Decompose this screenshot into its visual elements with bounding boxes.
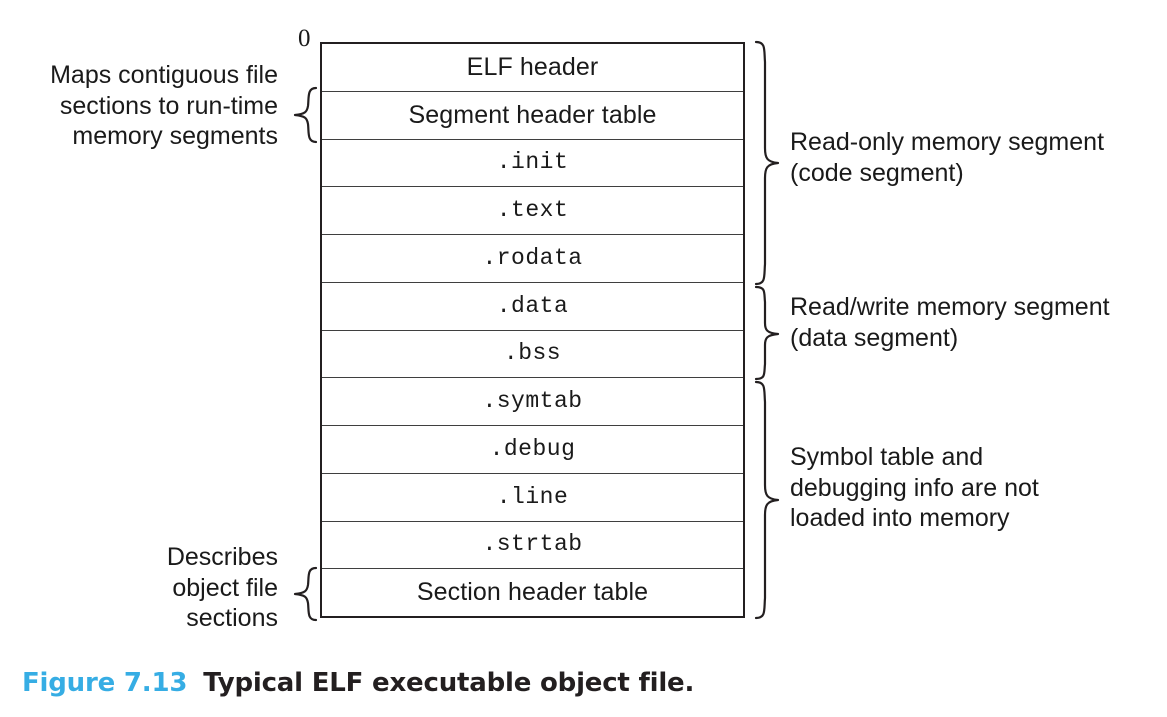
row-label: ELF header (466, 52, 599, 81)
row-label: Segment header table (408, 100, 657, 129)
row-label: .debug (489, 435, 576, 462)
annotation-readwrite-segment: Read/write memory segment (data segment) (790, 293, 1110, 352)
caption-title: Typical ELF executable object file. (203, 668, 695, 698)
table-row: .rodata (322, 235, 743, 283)
row-label: .line (496, 483, 569, 510)
right-brace-readonly (754, 40, 780, 286)
elf-section-table: ELF header Segment header table .init .t… (320, 42, 745, 618)
table-row: .line (322, 474, 743, 522)
annotation-symbol-table-note: Symbol table and debugging info are not … (790, 443, 1039, 532)
left-brace-maps (293, 86, 318, 144)
caption-number: Figure 7.13 (22, 668, 188, 698)
row-label: .init (496, 149, 569, 176)
table-row: ELF header (322, 44, 743, 92)
annotation-readonly-segment: Read-only memory segment (code segment) (790, 128, 1105, 187)
table-row: .strtab (322, 522, 743, 570)
left-brace-describes (293, 566, 318, 622)
table-row: .symtab (322, 378, 743, 426)
annotation-maps-contiguous: Maps contiguous file sections to run-tim… (50, 61, 278, 150)
figure-caption: Figure 7.13 Typical ELF executable object… (22, 668, 694, 698)
table-row: .init (322, 140, 743, 188)
row-label: .strtab (482, 531, 583, 558)
row-label: .rodata (482, 244, 583, 271)
row-label: .bss (503, 340, 562, 367)
annotation-describes-object-file: Describes object file sections (166, 543, 278, 632)
table-row: .data (322, 283, 743, 331)
origin-label: 0 (298, 25, 311, 52)
row-label: .text (496, 197, 569, 224)
right-brace-readwrite (754, 285, 780, 381)
row-label: Section header table (416, 578, 649, 607)
table-row: .bss (322, 331, 743, 379)
table-row: Section header table (322, 569, 743, 616)
right-brace-symbols (754, 380, 780, 620)
table-row: .text (322, 187, 743, 235)
table-row: Segment header table (322, 92, 743, 140)
row-label: .symtab (482, 388, 583, 415)
table-row: .debug (322, 426, 743, 474)
row-label: .data (496, 292, 569, 319)
